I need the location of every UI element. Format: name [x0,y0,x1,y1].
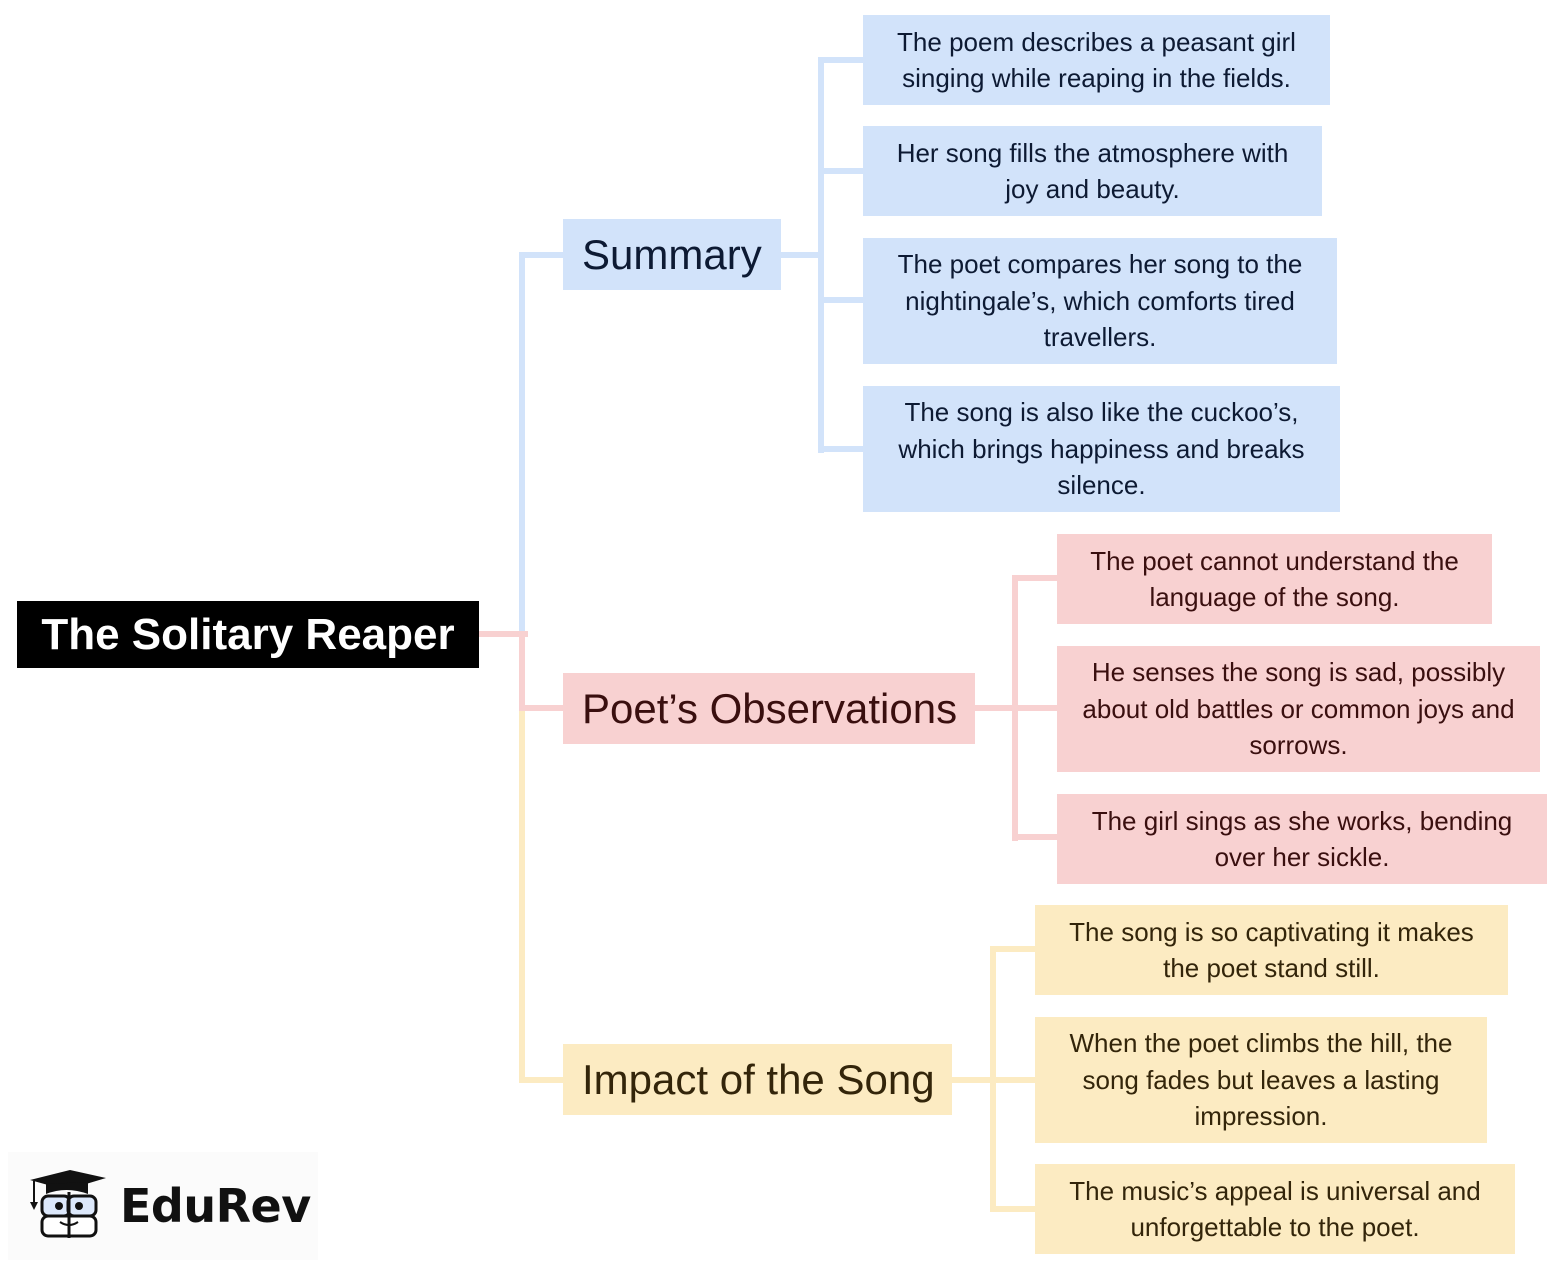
connector-impact-leaf-3 [990,1206,1036,1212]
connector-observations-out [974,705,1018,711]
leaf-text: The song is so captivating it makes the … [1069,916,1474,984]
leaf-text: The poet cannot understand the language … [1090,545,1459,613]
leaf-text: The girl sings as she works, bending ove… [1091,805,1513,873]
branch-impact-of-the-song: Impact of the Song [563,1044,952,1115]
leaf-node: The poet cannot understand the language … [1057,534,1492,624]
connector-to-observations [519,705,565,711]
connector-observations-leaf-3 [1012,834,1058,840]
branch-label: Summary [582,230,762,278]
connector-trunk-summary [519,252,525,634]
root-title: The Solitary Reaper [41,609,455,659]
leaf-text: The poet compares her song to the nighti… [897,249,1303,353]
branch-label: Poet’s Observations [582,684,958,732]
connector-to-impact [519,1077,565,1083]
leaf-text: He senses the song is sad, possibly abou… [1082,657,1515,761]
branch-poets-observations: Poet’s Observations [563,673,975,744]
leaf-text: The song is also like the cuckoo’s, whic… [898,397,1305,501]
connector-summary-leaf-3 [818,297,864,303]
leaf-node: The song is so captivating it makes the … [1035,905,1508,995]
leaf-text: Her song fills the atmosphere with joy a… [896,137,1289,205]
leaf-text: The poem describes a peasant girl singin… [897,26,1296,94]
connector-to-summary [519,252,565,258]
connector-root [478,631,528,637]
connector-summary-leaf-1 [818,57,864,63]
leaf-node: Her song fills the atmosphere with joy a… [863,126,1322,216]
leaf-node: When the poet climbs the hill, the song … [1035,1017,1487,1143]
connector-observations-leaf-1 [1012,575,1058,581]
leaf-node: The music’s appeal is universal and unfo… [1035,1164,1515,1254]
connector-impact-out [951,1077,995,1083]
connector-trunk-observations [519,631,525,711]
leaf-node: He senses the song is sad, possibly abou… [1057,646,1540,772]
connector-summary-out [780,252,824,258]
connector-impact-leaf-1 [990,946,1036,952]
logo-text: EduRev [120,1179,311,1233]
leaf-node: The poet compares her song to the nighti… [863,238,1337,364]
leaf-text: When the poet climbs the hill, the song … [1069,1028,1453,1132]
connector-summary-spine [818,57,824,453]
root-node: The Solitary Reaper [17,601,479,668]
connector-observations-leaf-2 [1012,705,1058,711]
edurev-logo: EduRev [8,1152,318,1260]
leaf-node: The song is also like the cuckoo’s, whic… [863,386,1340,512]
connector-summary-leaf-2 [818,168,864,174]
graduate-mascot-icon [26,1166,108,1247]
connector-summary-leaf-4 [818,446,864,452]
leaf-text: The music’s appeal is universal and unfo… [1069,1175,1481,1243]
leaf-node: The poem describes a peasant girl singin… [863,15,1330,105]
branch-label: Impact of the Song [582,1055,935,1103]
branch-summary: Summary [563,219,781,290]
leaf-node: The girl sings as she works, bending ove… [1057,794,1547,884]
connector-impact-leaf-2 [990,1077,1036,1083]
connector-trunk-impact [519,711,525,1083]
